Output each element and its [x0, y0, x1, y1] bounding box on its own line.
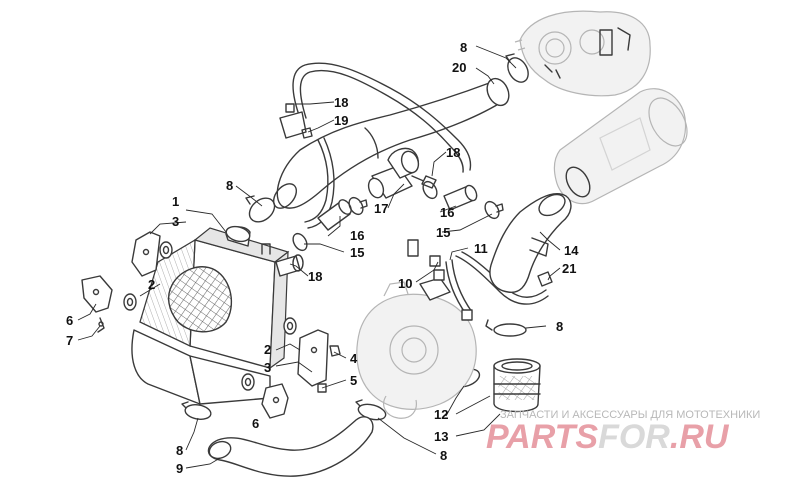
callout-15-right: 15 — [436, 225, 450, 240]
vacuum-hose — [279, 62, 472, 229]
callout-2-right: 2 — [264, 342, 271, 357]
callout-4: 4 — [350, 351, 358, 366]
callout-12: 12 — [434, 407, 448, 422]
rubber-bushing — [123, 241, 297, 391]
watermark-logo-part2: FOR — [598, 418, 670, 456]
callout-11: 11 — [474, 241, 488, 256]
watermark-tagline: ЗАПЧАСТИ И АКСЕССУАРЫ ДЛЯ МОТОТЕХНИКИ — [500, 409, 760, 421]
callout-20: 20 — [452, 60, 466, 75]
callout-6-left: 6 — [66, 313, 73, 328]
callout-18-mid: 18 — [446, 145, 460, 160]
callout-7: 7 — [66, 333, 73, 348]
side-bracket — [81, 275, 289, 419]
leader-lines — [77, 45, 561, 469]
callout-15-left: 15 — [350, 245, 364, 260]
callout-17: 17 — [374, 201, 388, 216]
callout-labels: 1 2 2 3 3 4 5 6 6 7 8 8 8 8 8 9 10 11 12… — [66, 40, 579, 476]
callout-19: 19 — [334, 113, 348, 128]
outlet-elbow-hose — [489, 193, 572, 293]
watermark-logo-part3: .RU — [670, 418, 730, 456]
turbo-outlet-sleeve — [493, 358, 541, 413]
callout-5: 5 — [350, 373, 357, 388]
oil-line — [407, 239, 549, 321]
callout-8-turbo: 8 — [440, 448, 447, 463]
callout-13: 13 — [434, 429, 448, 444]
callout-2-left: 2 — [148, 277, 155, 292]
hose-clamp-small — [292, 180, 504, 252]
small-hose-right — [443, 184, 478, 211]
callout-8-outlet: 8 — [556, 319, 563, 334]
callout-14: 14 — [564, 243, 579, 258]
watermark-logo: PARTSFOR.RU — [486, 418, 730, 456]
blow-off-valve — [367, 147, 437, 199]
callout-3-upper: 3 — [172, 214, 179, 229]
callout-8-charge: 8 — [176, 443, 183, 458]
callout-1: 1 — [172, 194, 179, 209]
engine-throttle-body — [514, 10, 651, 97]
callout-8-intercooler: 8 — [226, 178, 233, 193]
small-hose-left — [317, 199, 352, 231]
mounting-bracket — [131, 231, 329, 387]
charge-hose — [207, 416, 374, 477]
watermark: ЗАПЧАСТИ И АКСЕССУАРЫ ДЛЯ МОТОТЕХНИКИ PA… — [486, 409, 760, 456]
callout-10: 10 — [398, 276, 412, 291]
callout-6-right: 6 — [252, 416, 259, 431]
callout-9: 9 — [176, 461, 183, 476]
callout-3-lower: 3 — [264, 360, 271, 375]
callout-18-low: 18 — [308, 269, 322, 284]
air-filter — [553, 88, 688, 205]
turbocharger — [356, 277, 477, 419]
callout-21: 21 — [562, 261, 576, 276]
callout-16-right: 16 — [440, 205, 454, 220]
intercooler — [131, 225, 304, 405]
hose-clamp-large — [181, 53, 529, 421]
callout-16-left: 16 — [350, 228, 364, 243]
callout-8-throttle: 8 — [460, 40, 467, 55]
callout-18-top: 18 — [334, 95, 348, 110]
watermark-logo-part1: PARTS — [486, 418, 598, 456]
